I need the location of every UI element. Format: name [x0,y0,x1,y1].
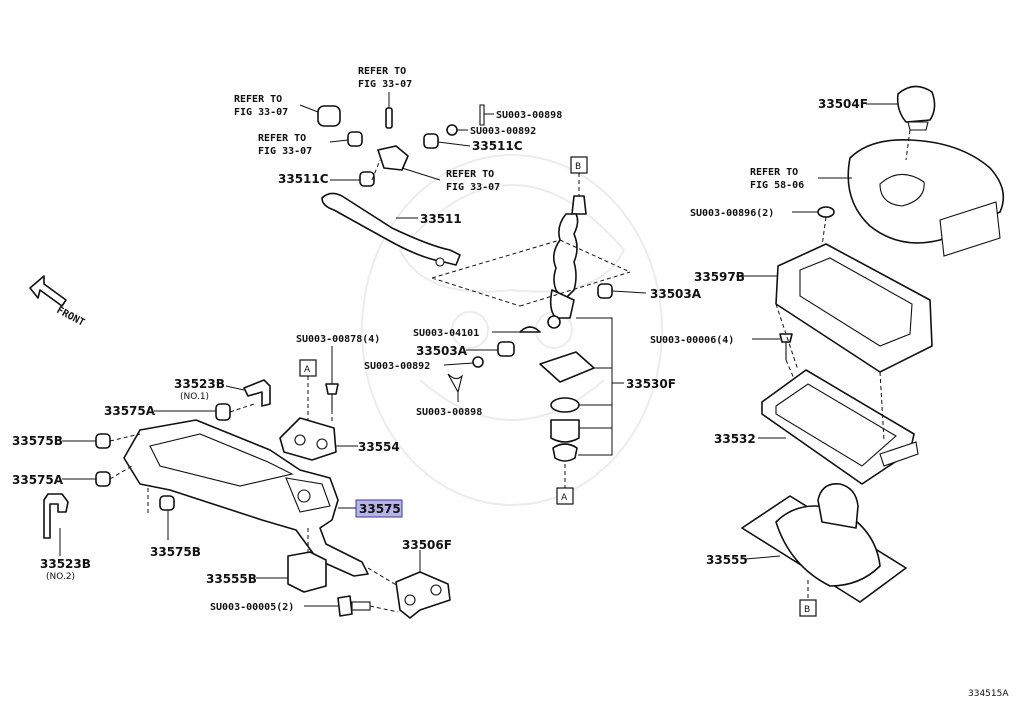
label-33511c-right[interactable]: 33511C [472,139,523,153]
pin-33523b-no1[interactable] [243,379,271,407]
label-refer-58-06: REFER TO [750,167,798,178]
label-33554[interactable]: 33554 [358,440,400,454]
label-33575a-left[interactable]: 33575A [12,473,64,487]
bushing-33503a-left[interactable] [497,341,515,357]
label-refer-top-fig: FIG 33-07 [358,79,412,90]
washer-su003-00892[interactable] [446,124,458,136]
pin-top[interactable] [385,107,393,129]
label-refer-c-fig: FIG 33-07 [446,182,500,193]
highlight-33575[interactable] [355,499,403,518]
bushing-33575a-left[interactable] [95,471,111,487]
screw-su003-00006[interactable] [779,333,793,343]
label-su003-00005[interactable]: SU003-00005(2) [210,602,294,613]
label-33504f[interactable]: 33504F [818,97,868,111]
ref-box-b-bottom[interactable] [799,599,817,617]
ref-a-bottom-label: A [561,493,568,503]
label-33523b-no2[interactable]: 33523B [40,557,91,571]
washer-su003-00892-mid[interactable] [472,356,484,368]
ref-box-a-bottom[interactable] [556,487,574,505]
label-33511c-left[interactable]: 33511C [278,172,329,186]
bolt-shank [351,601,371,611]
label-33597b[interactable]: 33597B [694,270,745,284]
bolt-su003-00005[interactable] [337,595,353,617]
pin-33523b-no2[interactable] [43,493,69,539]
label-refer-b-fig: FIG 33-07 [258,146,312,157]
bushing-33575b-left[interactable] [95,433,111,449]
label-33511[interactable]: 33511 [420,212,462,226]
label-33523b-no1[interactable]: 33523B [174,377,225,391]
label-33575b-left[interactable]: 33575B [12,434,63,448]
lever-33506f[interactable] [395,571,451,619]
cup-su003-04101[interactable] [519,326,541,333]
label-33555b[interactable]: 33555B [206,572,257,586]
label-33575-highlighted[interactable]: 33575 [359,502,401,516]
bolt-su003-00878[interactable] [325,383,339,395]
label-33530f[interactable]: 33530F [626,377,676,391]
ref-b-bottom-label: B [804,605,810,615]
figure-id: 334515A [968,689,1009,699]
label-refer-58-06-fig: FIG 58-06 [750,180,804,191]
clip-su003-00898-mid[interactable] [447,373,464,394]
label-refer-a: REFER TO [234,94,282,105]
watermark-emblem [361,154,663,506]
label-33506f[interactable]: 33506F [402,538,452,552]
label-no1: (NO.1) [180,392,209,402]
clip-su003-00898[interactable] [479,104,485,126]
bracket-33554[interactable] [279,417,337,461]
console-assembly: B [736,85,1005,617]
label-refer-a-fig: FIG 33-07 [234,107,288,118]
bushing-33503a-right[interactable] [597,283,613,299]
label-33555[interactable]: 33555 [706,553,748,567]
label-su003-04101[interactable]: SU003-04101 [413,328,479,339]
bushing-33511c-right[interactable] [423,133,439,149]
ref-a-top-label: A [304,365,311,375]
shift-knob-33504f[interactable] [896,85,936,123]
label-su003-00006[interactable]: SU003-00006(4) [650,335,734,346]
bushing-33575a-top[interactable] [215,403,231,421]
label-33575a-top[interactable]: 33575A [104,404,156,418]
label-su003-00898-mid[interactable]: SU003-00898 [416,407,482,418]
label-front: FRONT [55,305,87,329]
label-33575b-bottom[interactable]: 33575B [150,545,201,559]
label-no2: (NO.2) [46,572,75,582]
label-refer-b: REFER TO [258,133,306,144]
o-ring-33530f[interactable] [550,397,580,413]
label-su003-00892-top[interactable]: SU003-00892 [470,126,536,137]
shift-rod-33511[interactable] [321,192,461,266]
shift-bracket-assembly: A [43,346,451,619]
shift-lever[interactable] [552,213,579,301]
plate-33530f[interactable] [539,351,595,383]
label-su003-00896[interactable]: SU003-00896(2) [690,208,774,219]
cap-33530f[interactable] [552,443,578,462]
bushing-33575b-bottom[interactable] [159,495,175,511]
linkage-assembly [299,92,494,267]
label-su003-00898-top[interactable]: SU003-00898 [496,110,562,121]
label-refer-c: REFER TO [446,169,494,180]
front-arrow: FRONT [29,275,87,329]
lever-ball[interactable] [547,315,561,329]
label-su003-00892-mid[interactable]: SU003-00892 [364,361,430,372]
bushing-ref-b[interactable] [347,131,363,147]
ref-b-top-label: B [575,162,581,172]
label-refer-top: REFER TO [358,66,406,77]
linkage-joint[interactable] [377,145,409,171]
seat-33530f[interactable] [550,419,580,443]
mount-33555b[interactable] [287,551,327,593]
clip-su003-00896[interactable] [817,206,835,218]
label-33503a-right[interactable]: 33503A [650,287,702,301]
label-su003-00878[interactable]: SU003-00878(4) [296,334,380,345]
bushing-ref-a[interactable] [317,105,341,127]
label-33532[interactable]: 33532 [714,432,756,446]
shift-lever-assembly: B A [431,156,647,505]
bushing-33511c-left[interactable] [359,171,375,187]
label-33503a-left[interactable]: 33503A [416,344,468,358]
